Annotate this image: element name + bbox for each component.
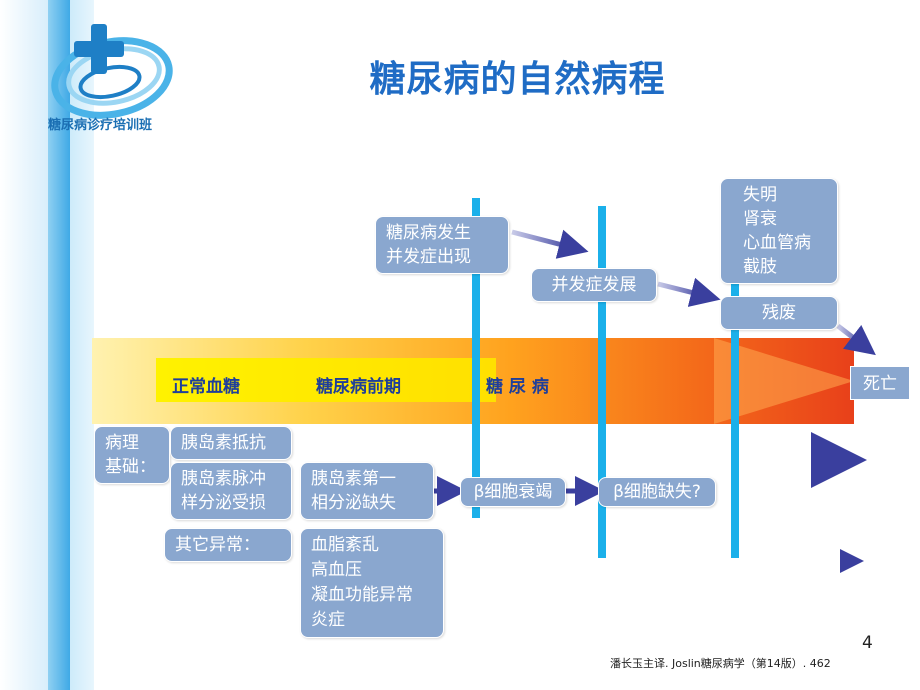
slide-title: 糖尿病的自然病程 — [369, 59, 666, 100]
beta-exhaustion-box: β细胞衰竭 — [460, 477, 566, 507]
complication-progress-label: 并发症发展 — [551, 275, 637, 295]
other-dyslipidemia: 血脂紊乱 — [311, 535, 379, 555]
outcome-amputation: 截肢 — [743, 257, 777, 277]
medical-cross-icon — [51, 24, 173, 119]
beta-loss-label: β细胞缺失? — [613, 482, 701, 502]
complication-marker-line — [598, 206, 606, 558]
outcome-cardiovascular: 心血管病 — [743, 233, 811, 253]
insulin-resistance-label: 胰岛素抵抗 — [181, 433, 266, 453]
first-phase-line-2: 相分泌缺失 — [311, 493, 396, 513]
disability-label: 残废 — [762, 303, 796, 323]
outcome-renal-failure: 肾衰 — [743, 209, 777, 229]
pulse-secretion-box: 胰岛素脉冲 样分泌受损 — [170, 462, 292, 520]
arrow-onset-to-progress — [511, 229, 589, 259]
pulse-secretion-line-1: 胰岛素脉冲 — [181, 469, 266, 489]
other-coagulation: 凝血功能异常 — [311, 585, 413, 605]
arrow-disability-to-death — [836, 324, 876, 356]
logo-text: 糖尿病诊疗培训班 — [48, 118, 153, 133]
pathology-label-line-2: 基础： — [105, 457, 156, 477]
beta-loss-box: β细胞缺失? — [598, 477, 716, 507]
outcome-marker-line — [731, 206, 739, 558]
onset-marker-line — [472, 198, 480, 518]
disability-box: 残废 — [720, 296, 838, 330]
stage-normal-glucose: 正常血糖 — [172, 377, 240, 397]
first-phase-box: 胰岛素第一 相分泌缺失 — [300, 462, 434, 520]
complication-progress-box: 并发症发展 — [531, 268, 657, 302]
left-stripe-pale — [0, 0, 48, 690]
arrow-progress-to-disability — [657, 277, 721, 307]
insulin-resistance-box: 胰岛素抵抗 — [170, 426, 292, 460]
outcomes-box: 失明 肾衰 心血管病 截肢 — [720, 178, 838, 284]
other-hypertension: 高血压 — [311, 560, 362, 580]
other-abnormalities-box: 血脂紊乱 高血压 凝血功能异常 炎症 — [300, 528, 444, 638]
citation: 潘长玉主译. Joslin糖尿病学（第14版）. 462 — [610, 657, 831, 670]
pulse-secretion-line-2: 样分泌受损 — [181, 493, 266, 513]
death-box: 死亡 — [850, 366, 910, 400]
outcome-blindness: 失明 — [743, 185, 777, 205]
pathology-label-line-1: 病理 — [105, 433, 139, 453]
first-phase-line-1: 胰岛素第一 — [311, 469, 396, 489]
onset-line-2: 并发症出现 — [386, 247, 471, 267]
other-abnormalities-label: 其它异常： — [175, 535, 260, 555]
beta-exhaustion-label: β细胞衰竭 — [473, 482, 553, 502]
other-inflammation: 炎症 — [311, 610, 345, 630]
page-number: 4 — [862, 633, 873, 653]
left-stripe-blue — [48, 0, 70, 690]
other-abnormalities-label-box: 其它异常： — [164, 528, 292, 562]
onset-line-1: 糖尿病发生 — [386, 223, 471, 243]
onset-box: 糖尿病发生 并发症出现 — [375, 216, 509, 274]
pathology-label-box: 病理 基础： — [94, 426, 170, 484]
stage-highlight — [156, 358, 496, 402]
stage-prediabetes: 糖尿病前期 — [316, 377, 401, 397]
stage-diabetes: 糖 尿 病 — [486, 377, 549, 397]
